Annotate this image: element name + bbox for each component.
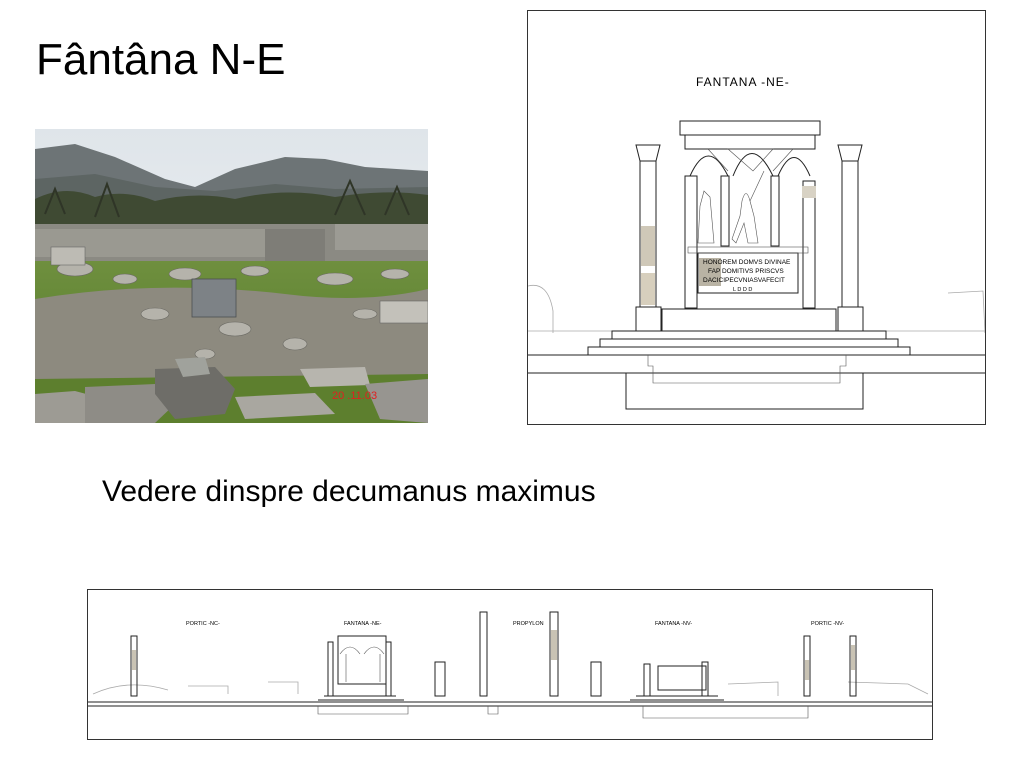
elevation-label: FANTANA -NE- xyxy=(696,75,790,89)
inscription-line-2: FAP DOMITIVS PRISCVS xyxy=(708,268,784,275)
ruins-photo: 20 .11.03 xyxy=(35,129,428,423)
inscription-line-1: HONOREM DOMVS DIVINAE xyxy=(703,259,791,266)
strip-label-propylon: PROPYLON xyxy=(513,621,544,627)
strip-label-fantana-ne: FANTANA -NE- xyxy=(344,621,382,627)
strip-label-portic-nc: PORTIC -NC- xyxy=(186,621,220,627)
strip-label-portic-nv: PORTIC -NV- xyxy=(811,621,844,627)
strip-svg: PORTIC -NC- FANTANA -NE- PROPYLON FANTAN… xyxy=(88,611,932,719)
fountain-elevation-drawing: FANTANA -NE- xyxy=(527,10,986,425)
north-facade-elevation-strip: PORTIC -NC- FANTANA -NE- PROPYLON FANTAN… xyxy=(87,589,933,740)
inscription-line-3: DACICIPECVNIASVAFECIT xyxy=(703,277,785,284)
strip-label-fantana-nv: FANTANA -NV- xyxy=(655,621,692,627)
inscription-line-4: L D D D xyxy=(733,287,752,293)
photo-date-stamp: 20 .11.03 xyxy=(332,390,377,402)
elevation-svg: FANTANA -NE- xyxy=(527,75,986,410)
caption: Vedere dinspre decumanus maximus xyxy=(102,475,596,508)
slide-title: Fântâna N-E xyxy=(36,35,286,84)
